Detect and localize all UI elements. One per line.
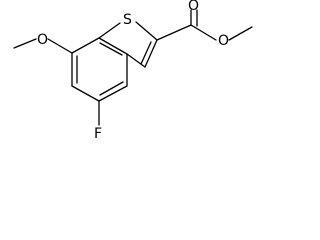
bond-c5-c4-double (99, 81, 124, 96)
bond-c7a-c7 (71, 37, 100, 54)
bond-c2-c3-double (140, 41, 152, 65)
bond-c2-c3 (144, 39, 158, 68)
bond-carbonyl-ester-o (190, 24, 217, 41)
molecule-structure: S O F O O (13, 0, 253, 142)
atom-oxygen-ester: O (218, 33, 229, 49)
bond-c3a-c7a (98, 37, 128, 55)
atom-sulfur: S (123, 12, 132, 28)
bond-c7a-s (98, 22, 121, 39)
atom-fluorine: F (94, 126, 102, 142)
bond-c6-c5 (71, 85, 100, 102)
bond-c3-c3a (126, 53, 146, 68)
bond-c5-c4 (98, 85, 128, 102)
bond-s-c2 (135, 21, 158, 41)
bond-c3a-c7a-double (99, 42, 123, 56)
bond-c2-carbonyl (156, 24, 192, 41)
bond-ester-o-methyl (228, 26, 253, 41)
bond-methoxy-ring (47, 38, 73, 54)
atom-oxygen-carbonyl: O (188, 0, 199, 14)
atom-oxygen-methoxy: O (37, 32, 48, 48)
bond-methoxy-methyl (13, 38, 37, 49)
